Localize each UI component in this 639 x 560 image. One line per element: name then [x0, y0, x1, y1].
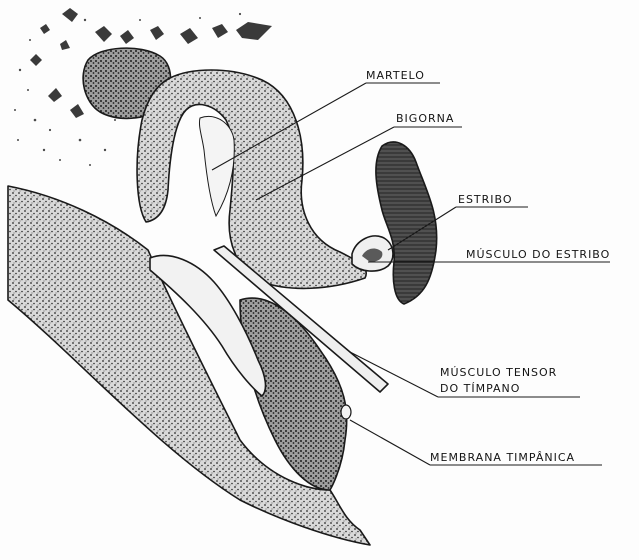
tympanic-membrane-mark	[341, 405, 351, 419]
label-musculo-estribo: MÚSCULO DO ESTRIBO	[466, 248, 610, 261]
label-musculo-tensor-line1: MÚSCULO TENSOR	[440, 366, 557, 379]
leader-membrana	[350, 420, 430, 465]
incus-inner-channel	[199, 116, 234, 216]
label-bigorna: BIGORNA	[396, 112, 454, 125]
stapes-footplate-mass	[376, 142, 437, 304]
label-martelo: MARTELO	[366, 69, 425, 82]
label-membrana-timpanica: MEMBRANA TIMPÂNICA	[430, 451, 575, 464]
label-estribo: ESTRIBO	[458, 193, 513, 206]
label-musculo-tensor-line2: DO TÍMPANO	[440, 382, 520, 395]
